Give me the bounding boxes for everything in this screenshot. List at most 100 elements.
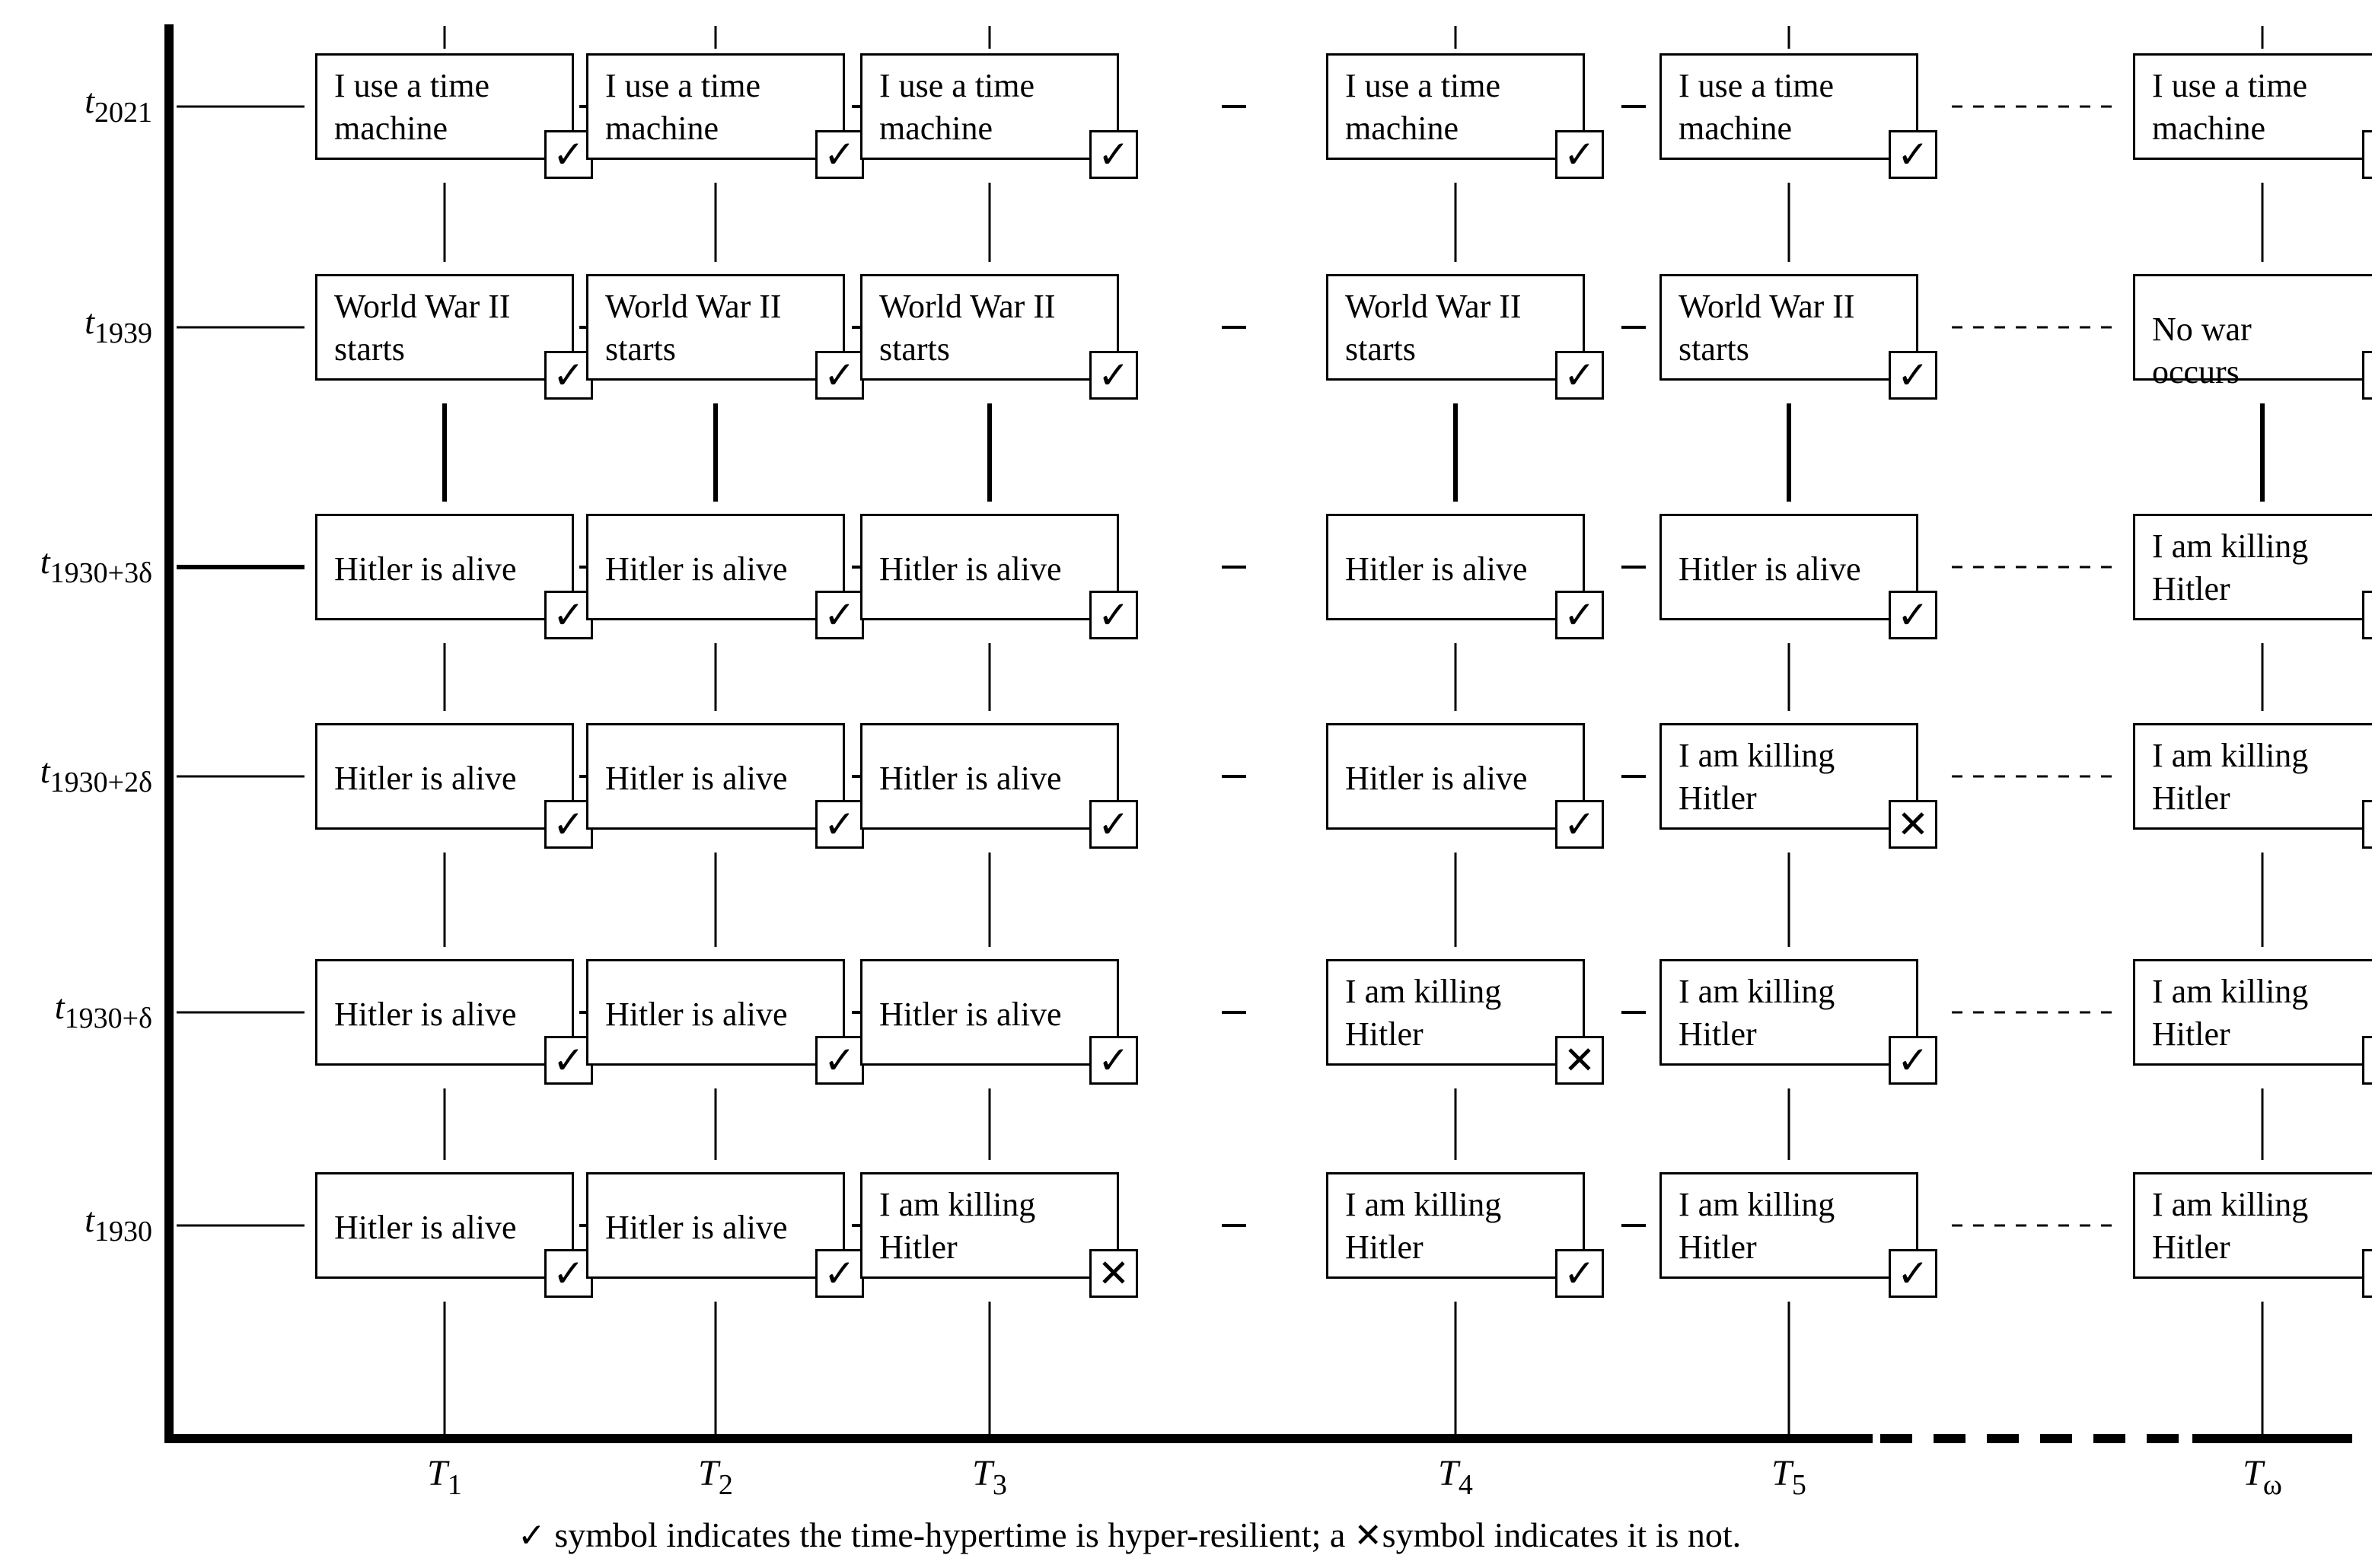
event-box: World War II starts✓ — [1326, 274, 1604, 400]
event-text: I am killing Hitler — [2152, 1186, 2309, 1266]
check-icon: ✓ — [1555, 1249, 1604, 1298]
event-text: World War II starts — [1679, 288, 1855, 368]
event-box: I am killing Hitler ✓ — [2133, 959, 2372, 1085]
row-label: t1930+2δ — [0, 751, 152, 799]
event-box: Hitler is alive ✓ — [860, 959, 1138, 1085]
row-label-symbol: t — [84, 1200, 94, 1239]
check-icon: ✓ — [2362, 1036, 2372, 1085]
column-label: Tω — [2217, 1452, 2308, 1502]
check-icon: ✓ — [1089, 1036, 1138, 1085]
check-icon: ✓ — [815, 1036, 864, 1085]
row-label-subscript: 1939 — [94, 317, 152, 349]
column-label-symbol: T — [2243, 1453, 2263, 1493]
event-text: Hitler is alive — [1679, 550, 1861, 588]
column-label-subscript: 1 — [447, 1469, 462, 1501]
caption-text-1: symbol indicates the time-hypertime is h… — [545, 1515, 1354, 1554]
event-text: World War II starts — [605, 288, 782, 368]
cross-icon: ✕ — [1089, 1249, 1138, 1298]
event-box: I am killing Hitler ✕ — [1659, 723, 1937, 849]
event-text: No war occurs — [2152, 311, 2252, 390]
cross-icon: ✕ — [2362, 351, 2372, 400]
column-label-symbol: T — [1438, 1453, 1459, 1493]
event-box: World War II starts ✓ — [315, 274, 593, 400]
row-label-symbol: t — [40, 542, 50, 581]
check-icon: ✓ — [1889, 591, 1937, 639]
event-box: Hitler is alive✓ — [1326, 514, 1604, 639]
column-label-subscript: 4 — [1458, 1469, 1473, 1501]
check-icon: ✓ — [1089, 351, 1138, 400]
column-label: T3 — [944, 1452, 1035, 1502]
event-text: I am killing Hitler — [2152, 527, 2309, 607]
check-icon: ✓ — [544, 351, 593, 400]
event-text: I use a time machine — [1679, 67, 1835, 147]
cross-icon: ✕ — [1353, 1516, 1382, 1555]
event-text: I use a time machine — [605, 67, 761, 147]
row-label-subscript: 1930+2δ — [49, 766, 152, 798]
event-text: Hitler is alive — [605, 996, 788, 1033]
event-text: Hitler is alive — [879, 996, 1062, 1033]
column-label: T1 — [399, 1452, 490, 1502]
row-label-subscript: 1930+δ — [64, 1002, 152, 1034]
event-box: Hitler is alive✓ — [860, 723, 1138, 849]
event-text: I use a time machine — [1345, 67, 1501, 147]
event-box: World War II starts✓ — [1659, 274, 1937, 400]
event-box: I use a time machine✓ — [586, 53, 864, 179]
event-text: Hitler is alive — [1345, 550, 1528, 588]
event-text: I am killing Hitler — [1679, 973, 1835, 1053]
event-box: World War II starts ✓ — [586, 274, 864, 400]
row-label-symbol: t — [40, 751, 50, 790]
event-box: I use a time machine✓ — [315, 53, 593, 179]
column-label-subscript: 3 — [992, 1469, 1007, 1501]
event-box: I am killing Hitler✓ — [1659, 1172, 1937, 1298]
check-icon: ✓ — [1089, 130, 1138, 179]
column-label-symbol: T — [972, 1453, 993, 1493]
column-label: T4 — [1410, 1452, 1501, 1502]
column-label: T2 — [670, 1452, 761, 1502]
row-label-subscript: 1930+3δ — [49, 557, 152, 589]
row-label-symbol: t — [84, 81, 94, 120]
event-box: I am killing Hitler✓ — [1659, 959, 1937, 1085]
check-icon: ✓ — [1889, 1249, 1937, 1298]
check-icon: ✓ — [815, 591, 864, 639]
check-icon: ✓ — [2362, 800, 2372, 849]
check-icon: ✓ — [2362, 130, 2372, 179]
event-text: I am killing Hitler — [1345, 1186, 1502, 1266]
check-icon: ✓ — [1089, 800, 1138, 849]
event-text: I am killing Hitler — [1679, 737, 1835, 817]
event-box: Hitler is alive ✓ — [1326, 723, 1604, 849]
row-label-subscript: 1930 — [94, 1216, 152, 1248]
cross-icon: ✕ — [1889, 800, 1937, 849]
event-box: I am killing Hitler✕ — [1326, 959, 1604, 1085]
event-text: I am killing Hitler — [2152, 973, 2309, 1053]
event-box: I am killing Hitler ✓ — [2133, 723, 2372, 849]
caption-text-2: symbol indicates it is not. — [1382, 1515, 1742, 1554]
check-icon: ✓ — [1889, 130, 1937, 179]
event-text: I use a time machine — [2152, 67, 2308, 147]
event-text: Hitler is alive — [605, 760, 788, 797]
row-label: t1939 — [0, 301, 152, 350]
row-label: t1930+3δ — [0, 541, 152, 590]
event-box: Hitler is alive✓ — [860, 514, 1138, 639]
event-text: Hitler is alive — [1345, 760, 1528, 797]
event-box: I use a time machine✓ — [1326, 53, 1604, 179]
event-text: Hitler is alive — [334, 550, 517, 588]
event-box: Hitler is alive✓ — [315, 1172, 593, 1298]
event-box: World War II starts✓ — [860, 274, 1138, 400]
event-box: I use a time machine ✓ — [1659, 53, 1937, 179]
event-box: I use a time machine✓ — [860, 53, 1138, 179]
grid-lines — [177, 26, 2265, 1439]
check-icon: ✓ — [1555, 800, 1604, 849]
check-icon: ✓ — [815, 351, 864, 400]
event-text: Hitler is alive — [334, 996, 517, 1033]
event-text: World War II starts — [334, 288, 511, 368]
event-text: I am killing Hitler — [1345, 973, 1502, 1053]
event-box: I am killing Hitler ✓ — [1326, 1172, 1604, 1298]
event-box: Hitler is alive✓ — [586, 1172, 864, 1298]
column-label-subscript: 5 — [1791, 1469, 1806, 1501]
event-box: Hitler is alive✓ — [315, 723, 593, 849]
event-text: Hitler is alive — [334, 760, 517, 797]
event-text: I am killing Hitler — [2152, 737, 2309, 817]
event-box: Hitler is alive✓ — [315, 959, 593, 1085]
check-icon: ✓ — [544, 130, 593, 179]
